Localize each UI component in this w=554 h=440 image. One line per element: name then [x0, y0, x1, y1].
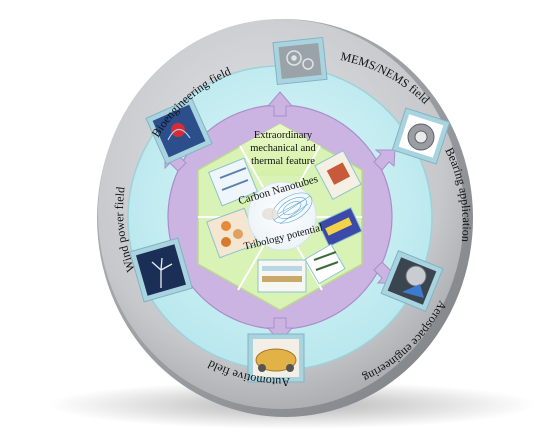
hex-label-line-3: thermal feature [251, 156, 315, 167]
hex-label-line-2: mechanical and [250, 143, 316, 154]
wind-turbine-icon [151, 257, 173, 288]
center-blob [262, 208, 278, 220]
application-bearing [391, 107, 451, 165]
panel-top-left [207, 157, 259, 207]
panel-top-right [314, 150, 362, 200]
panel-bottom-left [206, 207, 258, 259]
panel-bottom [257, 259, 307, 293]
arrow-top [266, 91, 294, 117]
application-wind-power [129, 237, 193, 303]
application-automotive [247, 333, 305, 383]
bearing-icon [407, 123, 435, 151]
application-aerospace [380, 250, 444, 312]
hex-label-line-1: Extraordinary [254, 130, 313, 141]
car-chassis-icon [255, 348, 297, 372]
application-mems-nems [272, 36, 328, 86]
center-core [247, 181, 317, 251]
application-bioengineering [145, 97, 213, 165]
hex-top-cell [240, 124, 320, 176]
arrow-bottom [266, 317, 294, 343]
aircraft-engine-icon [402, 265, 427, 298]
arrow-top-right [373, 149, 396, 171]
panel-right [317, 206, 363, 248]
gear-icon [286, 50, 314, 70]
anatomy-icon [167, 123, 191, 141]
panel-bottom-right [304, 243, 346, 285]
